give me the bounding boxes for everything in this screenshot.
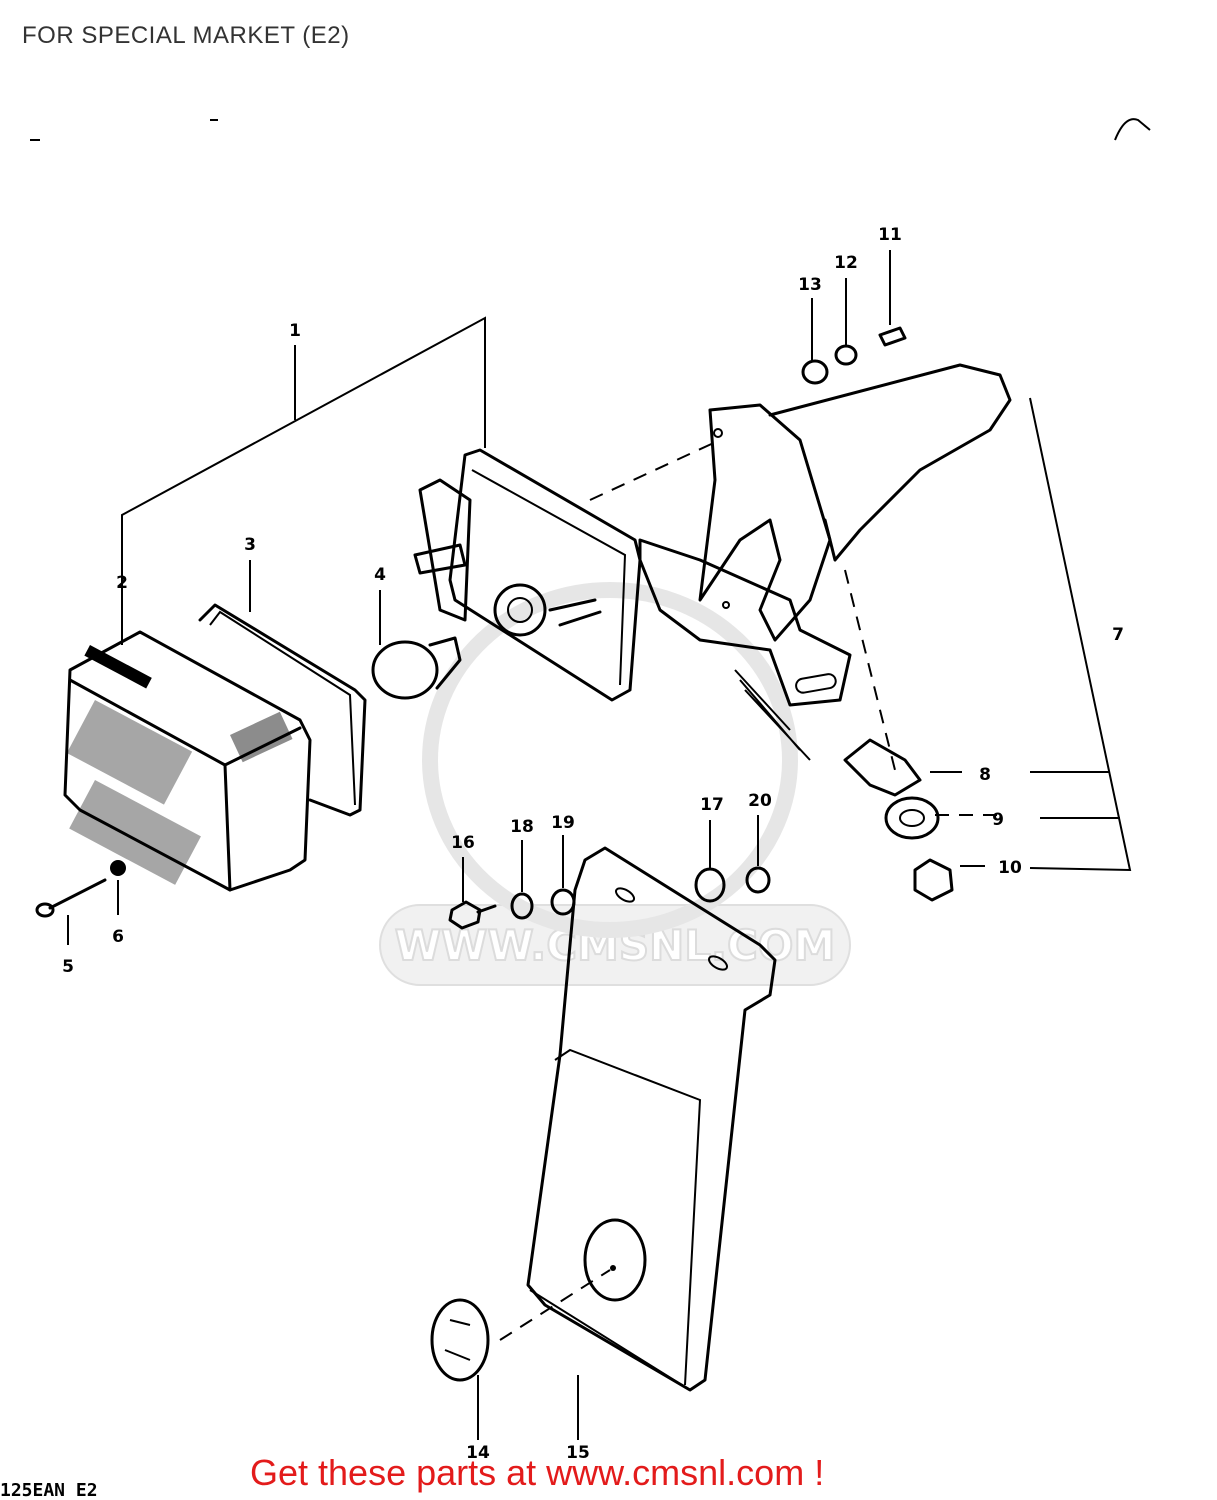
part-6-nut (110, 860, 126, 915)
part-19-washer (550, 835, 576, 916)
part-housing-assembly (413, 363, 1012, 761)
part-5-screw (35, 878, 107, 945)
part-10-bolt (913, 858, 985, 902)
callout-2: 2 (116, 573, 128, 593)
part-8-holder (843, 738, 962, 797)
callout-labels: 1 2 3 4 5 6 7 8 9 10 11 12 13 14 15 16 1… (62, 225, 1124, 1463)
callout-4: 4 (374, 565, 386, 585)
callout-15: 15 (566, 1443, 590, 1463)
callout-9: 9 (992, 810, 1004, 830)
part-7-leader (1029, 397, 1132, 872)
callout-10: 10 (998, 858, 1022, 878)
part-16-bolt (448, 857, 497, 930)
callout-8: 8 (979, 765, 991, 785)
assembly-lines (499, 439, 1000, 1341)
part-18-nut (510, 840, 534, 920)
callout-14: 14 (466, 1443, 490, 1463)
page-title: FOR SPECIAL MARKET (E2) (22, 22, 350, 49)
part-14-reflector (430, 1298, 490, 1440)
callout-19: 19 (551, 813, 575, 833)
callout-16: 16 (451, 833, 475, 853)
part-17-washer (694, 820, 726, 903)
part-20-nut (745, 815, 771, 894)
callout-18: 18 (510, 817, 534, 837)
promo-banner[interactable]: Get these parts at www.cmsnl.com ! (250, 1452, 825, 1493)
callout-5: 5 (62, 957, 74, 977)
callout-1: 1 (289, 321, 301, 341)
callout-17: 17 (700, 795, 724, 815)
callout-20: 20 (748, 791, 772, 811)
callout-6: 6 (112, 927, 124, 947)
part-2-lens (63, 600, 312, 892)
callout-13: 13 (798, 275, 822, 295)
callout-12: 12 (834, 253, 858, 273)
group-leader-1 (121, 316, 486, 645)
part-11-screw (878, 250, 907, 347)
model-code: 125EAN E2 (0, 1480, 98, 1500)
callout-11: 11 (878, 225, 902, 245)
part-3-gasket (198, 560, 367, 817)
callout-3: 3 (244, 535, 256, 555)
watermark: WWW.CMSNL.COM (379, 582, 851, 986)
part-12-nut (834, 278, 858, 366)
part-4-bulb (371, 590, 462, 700)
part-15-plate-bracket (526, 846, 777, 1440)
callout-7: 7 (1112, 625, 1124, 645)
part-9-cushion (884, 796, 940, 840)
part-13-washer (801, 298, 829, 385)
